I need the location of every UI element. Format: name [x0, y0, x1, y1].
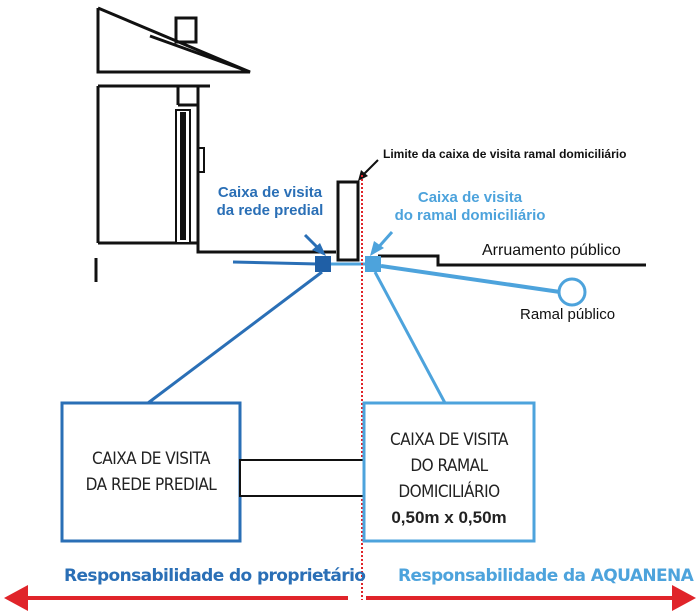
label-arrows	[303, 159, 394, 256]
box-ramal-line3: DOMICILIÁRIO	[398, 482, 500, 502]
caixa-ramal-marker	[365, 256, 381, 272]
box-connection-frame	[239, 459, 365, 497]
arruamento-label: Arruamento público	[482, 242, 621, 259]
cv-predial-label: Caixa de visita da rede predial	[205, 184, 335, 220]
cv-ramal-label: Caixa de visita do ramal domiciliário	[380, 189, 560, 225]
cv-ramal-line1: Caixa de visita	[417, 189, 523, 206]
cv-ramal-line2: do ramal domiciliário	[394, 207, 546, 224]
box-ramal-size: 0,50m x 0,50m	[391, 508, 507, 527]
ramal-publico-label: Ramal público	[520, 306, 616, 323]
box-ramal-line1: CAIXA DE VISITA	[390, 430, 508, 450]
box-ramal-frame	[362, 401, 536, 543]
cv-predial-line2: da rede predial	[216, 202, 324, 219]
cv-predial-line1: Caixa de visita	[217, 184, 323, 201]
box-predial-line1: CAIXA DE VISITA	[92, 449, 210, 469]
pipes	[232, 260, 587, 307]
caixa-predial-marker	[315, 256, 331, 272]
resp-right: Responsabilidade da AQUANENA	[398, 566, 694, 586]
box-ramal-text: CAIXA DE VISITA DO RAMAL DOMICILIÁRIO 0,…	[364, 427, 534, 531]
box-predial-text: CAIXA DE VISITA DA REDE PREDIAL	[62, 446, 240, 498]
responsibility-arrows	[4, 585, 696, 611]
box-predial-line2: DA REDE PREDIAL	[85, 475, 217, 495]
box-predial-frame	[60, 401, 242, 543]
connector-ramal	[373, 271, 447, 404]
connector-predial	[147, 270, 323, 405]
house-drawing	[94, 6, 646, 282]
limite-label: Limite da caixa de visita ramal domicili…	[383, 147, 627, 161]
box-ramal-line2: DO RAMAL	[410, 456, 488, 476]
resp-left: Responsabilidade do proprietário	[64, 566, 366, 586]
